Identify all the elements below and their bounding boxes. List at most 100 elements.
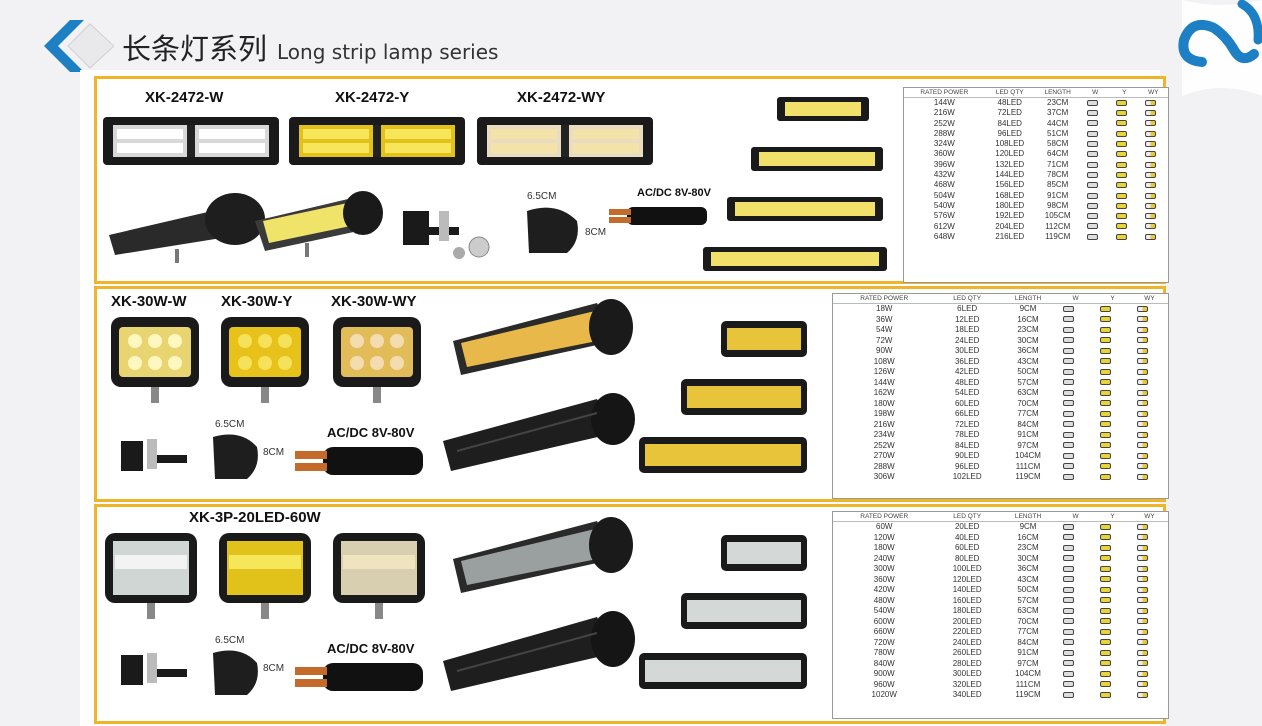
- spec-cell: 156LED: [995, 180, 1025, 190]
- lamp-swatch-icon: [1086, 130, 1098, 137]
- color-option-cell: [1081, 160, 1110, 170]
- power-cable-image: [609, 207, 707, 225]
- spec-cell: 1020W: [871, 690, 897, 699]
- color-option-cell: [1057, 680, 1094, 691]
- light-bar-size-image: [639, 653, 807, 689]
- color-option-cell: [1094, 659, 1131, 670]
- lamp-swatch-icon: [1115, 202, 1127, 209]
- color-option-cell: [1110, 222, 1139, 232]
- spec-cell: 12LED: [954, 314, 980, 324]
- table-row: 1020W 340LED 119CM: [833, 690, 1168, 701]
- color-option-cell: [1110, 191, 1139, 201]
- lamp-swatch-icon: [1063, 326, 1075, 333]
- color-option-cell: [1094, 388, 1131, 399]
- section-xk-2472: XK-2472-W XK-2472-Y XK-2472-WY: [94, 76, 1169, 284]
- color-option-cell: [1139, 201, 1168, 211]
- color-option-cell: [1110, 232, 1139, 242]
- spec-cell: 60W: [876, 522, 893, 531]
- color-option-cell: [1139, 191, 1168, 201]
- color-option-cell: [1131, 669, 1168, 680]
- color-option-cell: [1094, 627, 1131, 638]
- color-option-cell: [1110, 160, 1139, 170]
- spec-cell: 306W: [873, 472, 895, 481]
- spec-cell: 100LED: [952, 564, 982, 573]
- lamp-swatch-icon: [1063, 523, 1075, 530]
- spec-cell: 240LED: [952, 637, 982, 647]
- lamp-swatch-icon: [1100, 544, 1112, 551]
- lamp-swatch-icon: [1137, 400, 1149, 407]
- light-bar-size-image: [721, 321, 807, 357]
- lamp-swatch-icon: [1115, 192, 1127, 199]
- spec-cell: 320LED: [952, 679, 982, 689]
- color-option-cell: [1139, 180, 1168, 190]
- spec-cell: 16CM: [1017, 532, 1039, 542]
- color-option-cell: [1131, 680, 1168, 691]
- light-bar-angled-back-image: [443, 393, 635, 471]
- lamp-swatch-icon: [1063, 555, 1075, 562]
- spec-cell: 112CM: [1045, 221, 1071, 231]
- spec-cell: 340LED: [952, 690, 982, 699]
- color-option-cell: [1131, 420, 1168, 431]
- color-option-cell: [1057, 564, 1094, 575]
- color-option-cell: [1094, 315, 1131, 326]
- header-chevron-icon: [44, 20, 114, 72]
- lamp-swatch-icon: [1137, 660, 1149, 667]
- lamp-swatch-icon: [1100, 534, 1112, 541]
- lamp-swatch-icon: [1144, 202, 1156, 209]
- spec-cell: 66LED: [954, 409, 980, 418]
- color-option-cell: [1057, 627, 1094, 638]
- color-option-cell: [1094, 533, 1131, 544]
- lamp-swatch-icon: [1063, 534, 1075, 541]
- lamp-swatch-icon: [1100, 452, 1112, 459]
- spec-header-cell: LENGTH: [1034, 88, 1081, 98]
- color-option-cell: [1139, 232, 1168, 242]
- voltage-label: AC/DC 8V-80V: [327, 425, 415, 440]
- spec-cell: 480W: [873, 595, 895, 605]
- color-option-cell: [1131, 346, 1168, 357]
- color-option-cell: [1094, 472, 1131, 483]
- spec-cell: 48LED: [997, 98, 1022, 107]
- spec-cell: 57CM: [1017, 377, 1039, 387]
- section-xk-30w: XK-30W-W XK-30W-Y XK-30W-WY: [94, 286, 1169, 502]
- color-option-cell: [1131, 543, 1168, 554]
- lamp-swatch-icon: [1137, 607, 1149, 614]
- lamp-swatch-icon: [1137, 628, 1149, 635]
- lamp-swatch-icon: [1137, 452, 1149, 459]
- color-option-cell: [1110, 170, 1139, 180]
- spec-cell: 144LED: [995, 170, 1025, 180]
- color-option-cell: [1057, 315, 1094, 326]
- work-light-white-image: [111, 317, 199, 403]
- spec-cell: 71CM: [1047, 159, 1069, 169]
- spec-cell: 85CM: [1047, 180, 1069, 190]
- spec-cell: 180W: [873, 543, 895, 552]
- spec-header-cell: WY: [1138, 88, 1168, 98]
- spec-cell: 234W: [873, 430, 895, 439]
- color-option-cell: [1081, 211, 1110, 221]
- lamp-swatch-icon: [1063, 421, 1075, 428]
- work-light-white-yellow-image: [333, 317, 421, 403]
- lamp-swatch-icon: [1137, 681, 1149, 688]
- lamp-swatch-icon: [1100, 442, 1112, 449]
- lamp-swatch-icon: [1137, 442, 1149, 449]
- lamp-swatch-icon: [1063, 618, 1075, 625]
- spec-cell: 119CM: [1015, 690, 1041, 699]
- lamp-swatch-icon: [1086, 110, 1098, 117]
- mounting-bracket-image: [403, 211, 490, 259]
- color-option-cell: [1094, 564, 1131, 575]
- spec-cell: 9CM: [1019, 304, 1037, 313]
- color-option-cell: [1131, 596, 1168, 607]
- color-option-cell: [1094, 596, 1131, 607]
- color-option-cell: [1081, 108, 1110, 118]
- spec-cell: 111CM: [1015, 679, 1041, 689]
- color-option-cell: [1057, 346, 1094, 357]
- lamp-swatch-icon: [1100, 410, 1112, 417]
- color-option-cell: [1131, 315, 1168, 326]
